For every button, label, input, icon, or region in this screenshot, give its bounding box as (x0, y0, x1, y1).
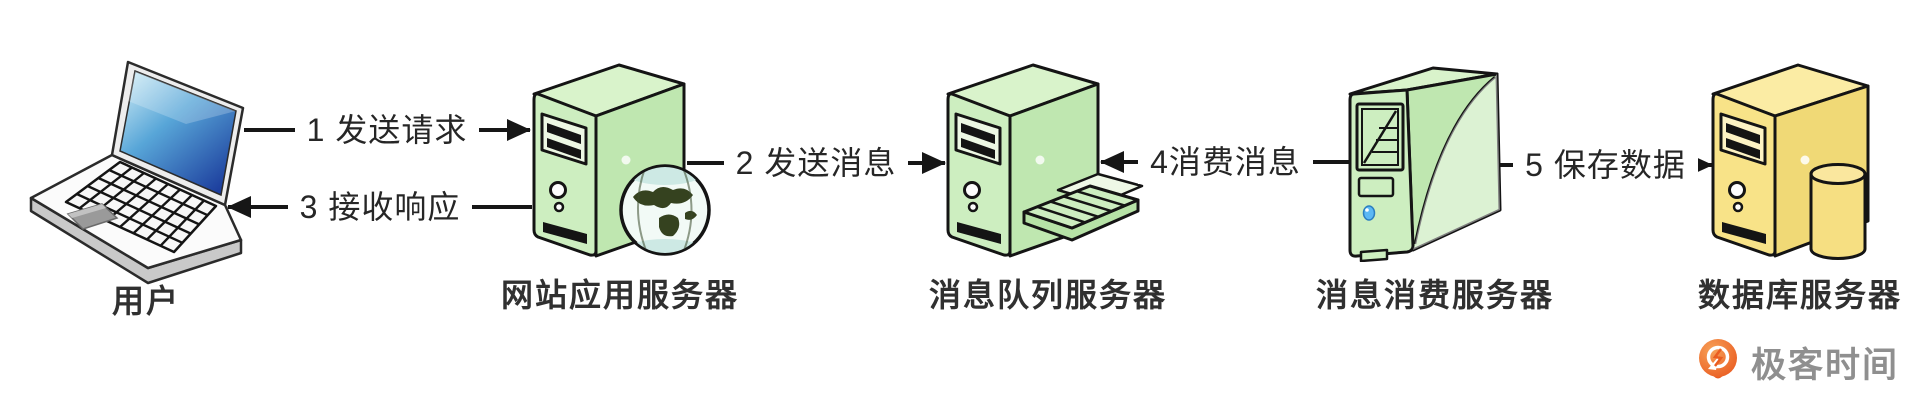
database-server-icon (1711, 63, 1870, 260)
geektime-logo-icon (1699, 339, 1737, 379)
edge-1-send-request: 1 发送请求 (244, 108, 531, 152)
node-label-message-consumer-server: 消息消费服务器 (1315, 277, 1554, 313)
laptop-icon (29, 60, 245, 285)
queue-server-icon (946, 63, 1144, 258)
edge-2-send-message: 2 发送消息 (687, 141, 946, 185)
arrowhead-left-icon (1100, 151, 1124, 173)
node-label-database-server: 数据库服务器 (1697, 277, 1902, 313)
edge-2-label: 2 发送消息 (723, 141, 909, 185)
edge-5-label: 5 保存数据 (1513, 143, 1698, 187)
globe-icon (619, 164, 711, 256)
edge-4-label: 4消费消息 (1138, 140, 1313, 184)
arrowhead-right-icon (507, 119, 531, 141)
web-server-icon (532, 63, 711, 258)
edge-5-save-data: 5 保存数据 (1499, 143, 1713, 187)
node-label-user: 用户 (111, 283, 180, 319)
geektime-logo: 极客时间 (1696, 336, 1899, 388)
consumer-server-icon (1348, 66, 1502, 262)
edge-1-label: 1 发送请求 (294, 108, 480, 152)
node-label-web-app-server: 网站应用服务器 (500, 277, 739, 313)
node-label-message-queue-server: 消息队列服务器 (928, 277, 1167, 313)
edge-3-receive-response: 3 接收响应 (227, 185, 532, 229)
edge-4-consume-message: 4消费消息 (1100, 140, 1350, 184)
arrowhead-right-icon (922, 152, 946, 174)
database-cylinder-icon (1809, 163, 1867, 260)
arrowhead-left-icon (227, 196, 251, 218)
geektime-logo-text: 极客时间 (1751, 345, 1900, 385)
edge-3-label: 3 接收响应 (287, 185, 473, 229)
tray-icon (1022, 172, 1144, 242)
